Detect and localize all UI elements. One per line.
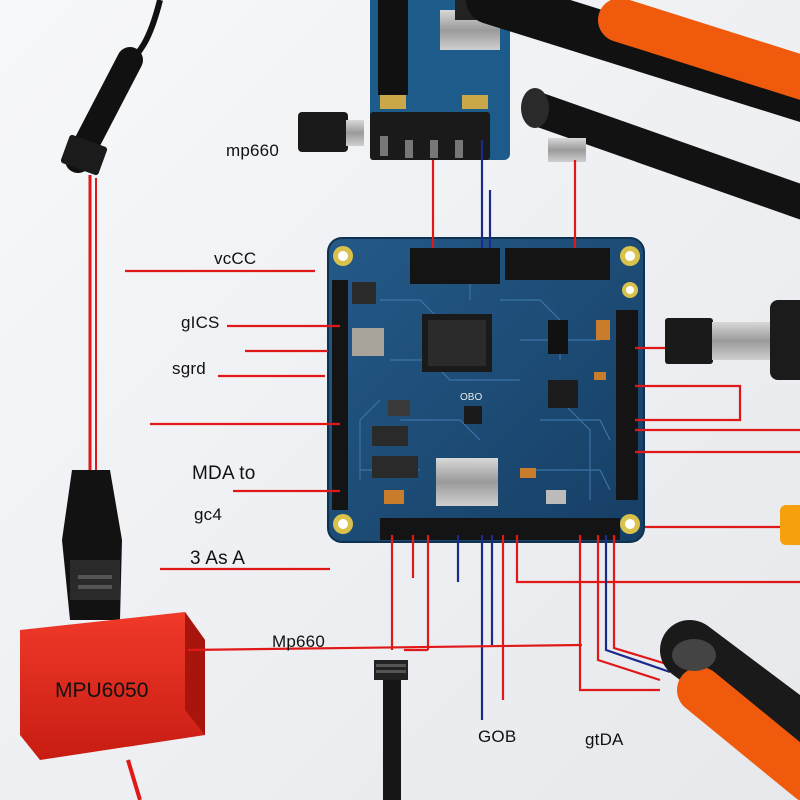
main-pcb (327, 237, 645, 543)
label-mda: MDA to (192, 463, 256, 484)
label-gc4: gc4 (194, 505, 223, 524)
label-top-mpu: mp660 (226, 141, 279, 160)
chip-marking: OBO (460, 392, 482, 403)
label-gtda: gtDA (585, 730, 624, 749)
wires (125, 140, 800, 720)
usb-plug (298, 112, 364, 152)
mpu-module (20, 612, 205, 800)
bottom-probe (374, 660, 408, 800)
label-gics: gICS (181, 313, 220, 332)
label-as: 3 As A (190, 548, 246, 569)
label-gob: GOB (478, 727, 517, 746)
top-right-cable (466, 0, 800, 220)
module-label: MPU6050 (55, 679, 148, 702)
left-cable (60, 0, 163, 620)
label-mid-mpu: Mp660 (272, 632, 325, 651)
label-vcc: vcCC (214, 249, 257, 268)
right-connectors (660, 300, 800, 800)
label-sgrd: sgrd (172, 359, 206, 378)
